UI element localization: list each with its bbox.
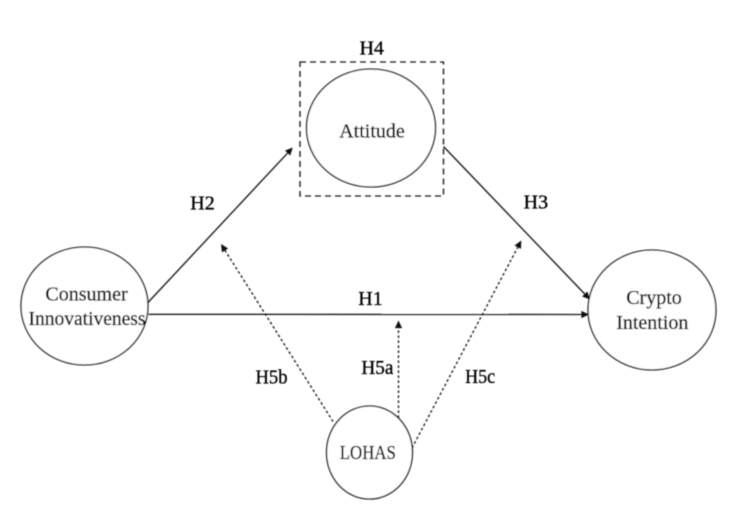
svg-text:Innovativeness: Innovativeness — [29, 308, 146, 330]
svg-text:LOHAS: LOHAS — [340, 442, 396, 464]
svg-text:Attitude: Attitude — [339, 121, 405, 143]
svg-text:H4: H4 — [359, 38, 383, 60]
svg-text:Crypto: Crypto — [626, 287, 682, 309]
svg-text:H5a: H5a — [361, 357, 393, 379]
svg-text:H5b: H5b — [256, 367, 288, 389]
svg-text:H5c: H5c — [465, 366, 495, 388]
svg-text:Intention: Intention — [616, 312, 688, 334]
svg-text:H2: H2 — [190, 193, 214, 215]
svg-text:H3: H3 — [524, 192, 548, 214]
svg-text:H1: H1 — [358, 288, 382, 310]
svg-text:Consumer: Consumer — [45, 284, 128, 306]
